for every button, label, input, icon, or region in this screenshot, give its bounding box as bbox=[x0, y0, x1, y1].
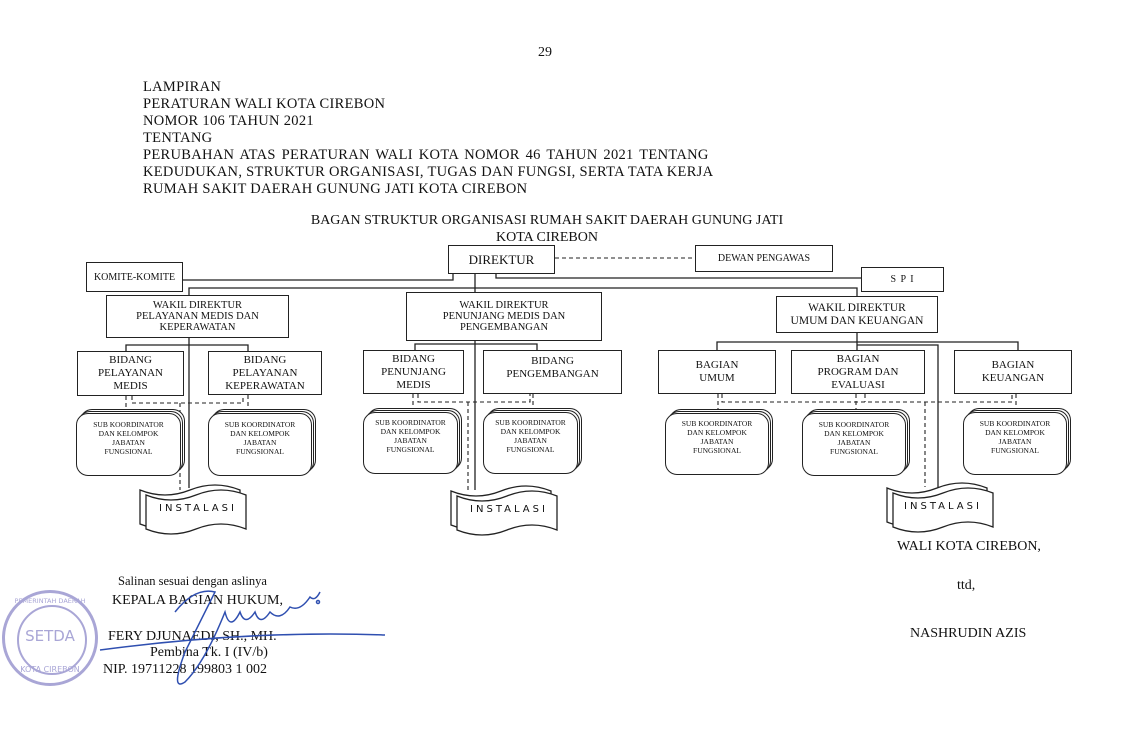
header-line: TENTANG bbox=[143, 130, 213, 146]
box-spi: S P I bbox=[861, 267, 944, 292]
box-wakil-umum: WAKIL DIREKTUR UMUM DAN KEUANGAN bbox=[776, 296, 938, 333]
box-sub-koordinator: SUB KOORDINATOR DAN KELOMPOK JABATAN FUN… bbox=[363, 412, 458, 474]
stamp-center-text: SETDA bbox=[25, 627, 75, 645]
header-line: NOMOR 106 TAHUN 2021 bbox=[143, 113, 314, 129]
chart-title: BAGAN STRUKTUR ORGANISASI RUMAH SAKIT DA… bbox=[310, 213, 784, 228]
header-line: RUMAH SAKIT DAERAH GUNUNG JATI KOTA CIRE… bbox=[143, 181, 528, 197]
signature-title-right: WALI KOTA CIREBON, bbox=[897, 539, 1041, 554]
box-bidang-pelayanan-keperawatan: BIDANG PELAYANAN KEPERAWATAN bbox=[208, 351, 322, 395]
box-sub-koordinator: SUB KOORDINATOR DAN KELOMPOK JABATAN FUN… bbox=[665, 413, 769, 475]
box-bidang-pengembangan: BIDANG PENGEMBANGAN bbox=[483, 350, 622, 394]
box-sub-koordinator: SUB KOORDINATOR DAN KELOMPOK JABATAN FUN… bbox=[802, 413, 906, 476]
stamp-bottom-text: KOTA CIREBON bbox=[20, 665, 80, 674]
header-line: PERATURAN WALI KOTA CIREBON bbox=[143, 96, 386, 112]
box-direktur: DIREKTUR bbox=[448, 245, 555, 274]
official-stamp: PEMERINTAH DAERAH SETDA KOTA CIREBON bbox=[2, 590, 98, 686]
signature-rank: Pembina Tk. I (IV/b) bbox=[150, 645, 268, 660]
box-wakil-penunjang: WAKIL DIREKTUR PENUNJANG MEDIS DAN PENGE… bbox=[406, 292, 602, 341]
box-wakil-pelayanan: WAKIL DIREKTUR PELAYANAN MEDIS DAN KEPER… bbox=[106, 295, 289, 338]
box-sub-koordinator: SUB KOORDINATOR DAN KELOMPOK JABATAN FUN… bbox=[208, 413, 312, 476]
signature-title-left: KEPALA BAGIAN HUKUM, bbox=[112, 593, 283, 608]
header-line: PERUBAHAN ATAS PERATURAN WALI KOTA NOMOR… bbox=[143, 147, 709, 163]
box-instalasi: INSTALASI bbox=[159, 503, 237, 514]
header-line: KEDUDUKAN, STRUKTUR ORGANISASI, TUGAS DA… bbox=[143, 164, 714, 180]
signature-nip: NIP. 19711228 199803 1 002 bbox=[103, 662, 267, 677]
signature-name-left: FERY DJUNAEDI, SH., MH. bbox=[108, 629, 277, 644]
box-sub-koordinator: SUB KOORDINATOR DAN KELOMPOK JABATAN FUN… bbox=[963, 412, 1067, 475]
box-dewan-pengawas: DEWAN PENGAWAS bbox=[695, 245, 833, 272]
chart-subtitle: KOTA CIREBON bbox=[496, 230, 598, 245]
signature-name-right: NASHRUDIN AZIS bbox=[910, 626, 1027, 641]
box-bagian-keuangan: BAGIAN KEUANGAN bbox=[954, 350, 1072, 394]
box-instalasi: INSTALASI bbox=[470, 504, 548, 515]
box-bagian-program: BAGIAN PROGRAM DAN EVALUASI bbox=[791, 350, 925, 394]
box-bidang-penunjang-medis: BIDANG PENUNJANG MEDIS bbox=[363, 350, 464, 394]
copy-note: Salinan sesuai dengan aslinya bbox=[118, 574, 267, 588]
page-number: 29 bbox=[538, 45, 552, 60]
stamp-top-text: PEMERINTAH DAERAH bbox=[14, 597, 86, 605]
signature-ttd: ttd, bbox=[957, 578, 976, 593]
box-bidang-pelayanan-medis: BIDANG PELAYANAN MEDIS bbox=[77, 351, 184, 396]
header-line: LAMPIRAN bbox=[143, 79, 222, 95]
box-sub-koordinator: SUB KOORDINATOR DAN KELOMPOK JABATAN FUN… bbox=[76, 413, 181, 476]
box-instalasi: INSTALASI bbox=[904, 501, 982, 512]
box-komite: KOMITE-KOMITE bbox=[86, 262, 183, 292]
box-sub-koordinator: SUB KOORDINATOR DAN KELOMPOK JABATAN FUN… bbox=[483, 412, 578, 474]
box-bagian-umum: BAGIAN UMUM bbox=[658, 350, 776, 394]
